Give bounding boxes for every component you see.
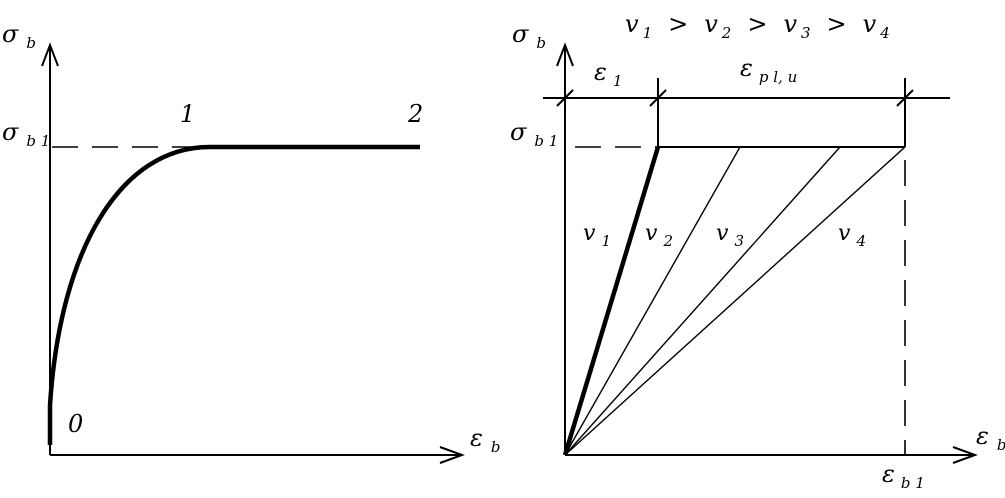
right-ray-v4 [564, 146, 906, 456]
left-point-0-label: 0 [68, 410, 83, 438]
right-panel: v1>v2>v3>v4 σb σb 1 εb [510, 10, 1005, 492]
right-ray-v3 [564, 146, 841, 456]
left-x-arrow [439, 446, 465, 464]
right-y-arrow [556, 42, 574, 67]
right-ray-v2 [564, 146, 741, 456]
right-dimension-tick-1 [556, 89, 574, 107]
right-x-arrow [952, 446, 978, 464]
left-y-arrow [41, 42, 59, 67]
left-stress-strain-curve [47, 144, 420, 445]
left-point-1-label: 1 [180, 100, 195, 128]
left-point-2-label: 2 [407, 100, 423, 128]
right-x-axis-label: εb [976, 422, 1005, 454]
right-ray-v1 [562, 146, 661, 456]
